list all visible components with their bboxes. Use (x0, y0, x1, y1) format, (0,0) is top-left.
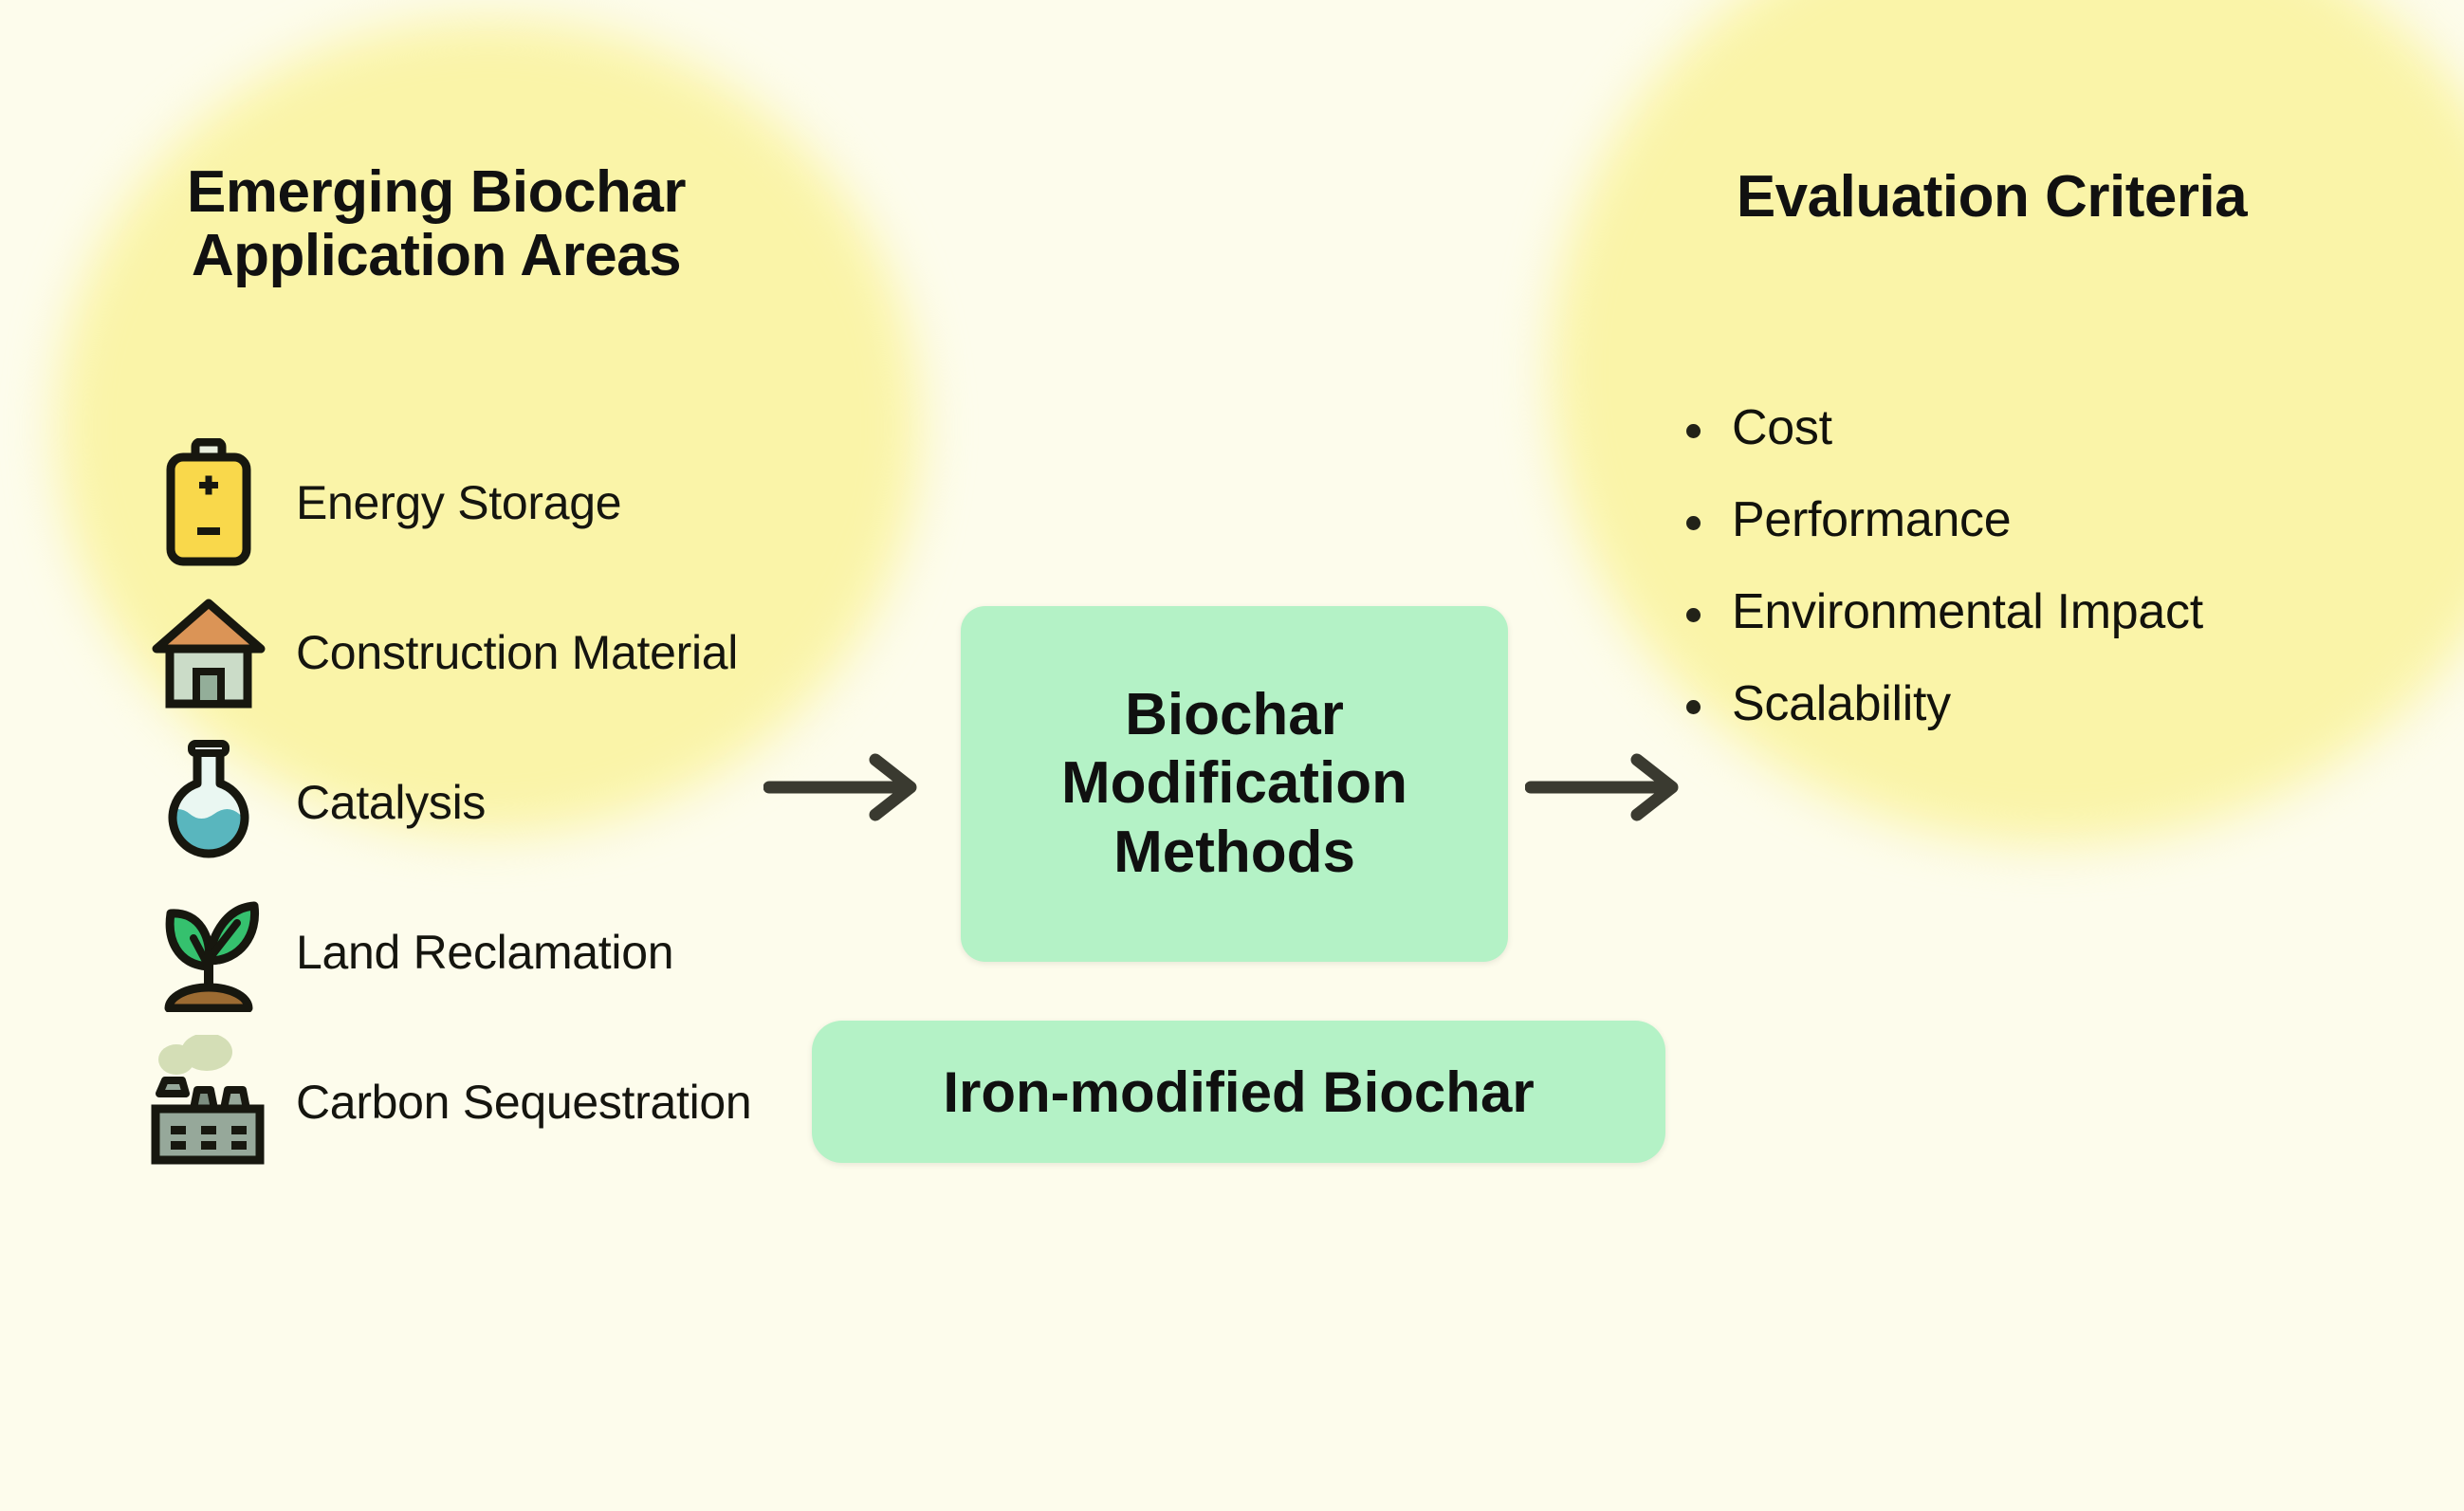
right-cluster-heading: Evaluation Criteria (1736, 164, 2248, 230)
evaluation-criteria-list: Cost Performance Environmental Impact Sc… (1679, 403, 2456, 771)
list-item: Performance (1679, 495, 2456, 544)
list-item: Energy Storage (142, 432, 863, 574)
flask-icon (142, 731, 275, 874)
right-highlight-blob (1551, 0, 2464, 844)
factory-icon (142, 1031, 275, 1173)
left-cluster-heading: Emerging Biochar Application Areas (187, 159, 687, 288)
list-item: Cost (1679, 403, 2456, 452)
list-item: Environmental Impact (1679, 587, 2456, 636)
application-areas-list: Energy Storage Construction Material (142, 432, 863, 1181)
arrow-right-icon (763, 749, 934, 825)
list-item: Catalysis (142, 731, 863, 874)
list-item-label: Carbon Sequestration (296, 1075, 752, 1129)
seedling-icon (142, 881, 275, 1023)
battery-icon (142, 432, 275, 574)
house-icon (142, 581, 275, 724)
list-item: Scalability (1679, 679, 2456, 728)
list-item-label: Catalysis (296, 775, 487, 829)
arrow-right-icon (1524, 749, 1696, 825)
list-item-label: Energy Storage (296, 475, 622, 529)
list-item: Construction Material (142, 581, 863, 724)
list-item: Carbon Sequestration (142, 1031, 863, 1173)
list-item-label: Land Reclamation (296, 925, 674, 979)
list-item: Land Reclamation (142, 881, 863, 1023)
iron-modified-biochar-box[interactable]: Iron-modified Biochar (812, 1021, 1665, 1163)
list-item-label: Construction Material (296, 625, 739, 679)
biochar-modification-methods-box[interactable]: Biochar Modification Methods (961, 606, 1508, 962)
